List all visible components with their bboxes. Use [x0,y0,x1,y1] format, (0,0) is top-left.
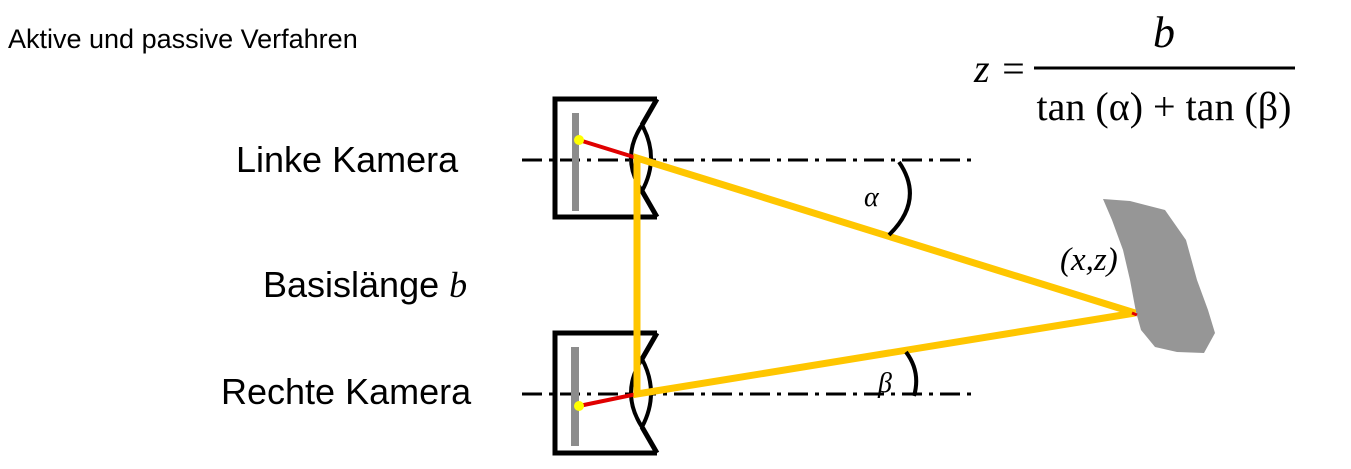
formula-numerator: b [1153,8,1175,57]
right-camera-lens-bottom [639,425,660,455]
formula-lhs: z = [973,46,1027,91]
triangulation-rays [633,153,1137,399]
right-sensor-point [574,401,584,411]
right-camera-label: Rechte Kamera [221,371,472,412]
right-sensor-ray [578,392,638,408]
page-title: Aktive und passive Verfahren [8,24,358,54]
alpha-arc [887,160,912,237]
left-camera-lens-top [639,97,660,127]
left-sensor-ray [578,138,638,160]
beta-arc [904,350,919,397]
left-sensor-point [574,135,584,145]
baseline-text: Basislänge [263,264,440,305]
left-camera-body [552,96,657,220]
formula-denominator: tan (α) + tan (β) [1037,84,1292,129]
right-camera-sensor [571,347,579,446]
baseline-variable: b [449,265,468,305]
baseline-label: Basislänge b [263,264,467,306]
left-camera-sensor [572,113,579,211]
beta-label: β [877,368,892,399]
right-camera-body [552,330,657,456]
alpha-label: α [864,182,880,213]
right-camera-lens-top [639,331,660,361]
object-contact-mark [1131,311,1138,317]
point-label: (x,z) [1060,242,1118,278]
object-shape [1103,199,1215,353]
left-camera-lens-bottom [639,189,660,219]
left-camera-label: Linke Kamera [236,139,459,180]
